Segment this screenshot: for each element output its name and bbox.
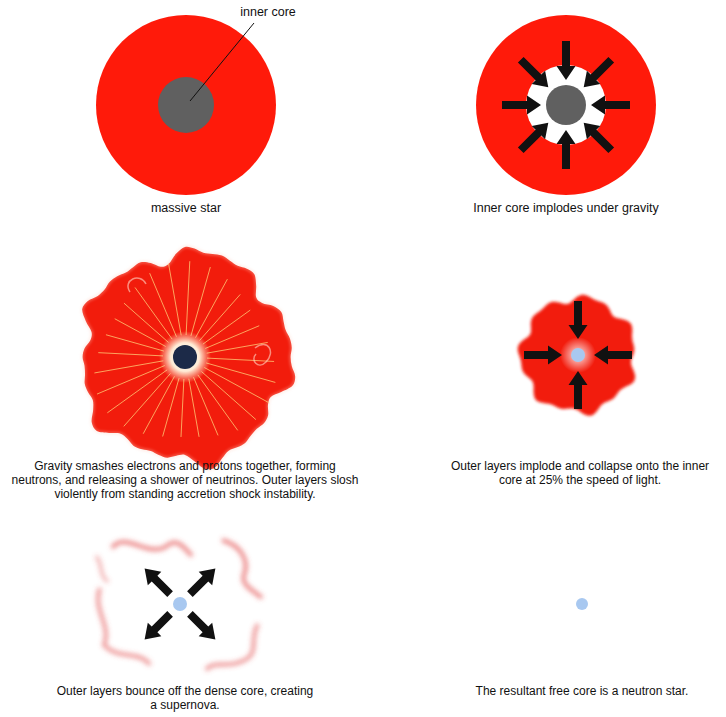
stage-caption: Outer layers implode and collapse onto t… (444, 459, 716, 487)
force-arrow (569, 301, 588, 339)
debris-wisp (206, 624, 258, 670)
neutrino-ray (163, 378, 179, 436)
neutrino-ray (150, 273, 177, 337)
neutrino-ray (143, 376, 174, 433)
force-arrow (524, 346, 562, 365)
debris-wisp (222, 540, 262, 598)
stage-caption: Outer layers bounce off the dense core, … (54, 684, 316, 712)
neutrino-ray (124, 303, 169, 342)
neutrino-ray (94, 361, 163, 373)
neutrino-ray (196, 279, 228, 337)
neutrino-ray (191, 267, 210, 336)
force-arrow (584, 123, 614, 153)
neutron-star (576, 598, 588, 610)
force-arrow (187, 569, 215, 597)
neutrino-ray (206, 363, 275, 382)
neutrino-ray (97, 366, 165, 395)
debris-wisp (112, 542, 192, 556)
neutrino-ray (124, 373, 171, 426)
massive-star (476, 15, 656, 195)
neutrino-ray (189, 379, 199, 437)
core-glow (159, 331, 211, 383)
neutrino-ray (207, 342, 268, 353)
core-glow (560, 337, 596, 373)
neutrino-ray (181, 379, 184, 437)
stage-caption: Gravity smashes electrons and protons to… (9, 459, 361, 501)
force-arrow (145, 569, 173, 597)
massive-star (96, 15, 276, 195)
force-arrow (591, 96, 630, 115)
stage-caption: The resultant free core is a neutron sta… (447, 684, 717, 698)
stage-caption: massive star (86, 201, 286, 215)
neutrino-ray (98, 353, 163, 356)
force-arrow (502, 96, 541, 115)
neutrino-ray (207, 358, 274, 361)
debris-wisp (96, 556, 108, 582)
slosh-swirl (254, 345, 271, 365)
neutrino-ray (200, 294, 241, 340)
collapsing-layers (518, 295, 635, 416)
neutron-star (173, 597, 187, 611)
inner-core (546, 85, 586, 125)
force-arrow (557, 130, 576, 169)
slosh-swirl (128, 278, 146, 292)
leader-line (190, 23, 254, 101)
debris-wisp (98, 588, 150, 665)
force-arrow (584, 57, 614, 87)
neutrino-ray (169, 264, 182, 336)
force-arrow (145, 611, 173, 639)
inner-core (158, 77, 214, 133)
star-edge (82, 247, 295, 470)
force-arrow (594, 346, 632, 365)
neutrino-ray (186, 261, 190, 335)
neutron-core (173, 345, 197, 369)
neutrino-ray (201, 372, 255, 420)
collapsing-star (82, 247, 295, 470)
force-arrow (187, 611, 215, 639)
force-arrow (518, 57, 548, 87)
neutrino-ray (106, 335, 164, 351)
part-label: inner core (223, 5, 313, 19)
force-arrow (569, 371, 588, 409)
force-arrow (518, 123, 548, 153)
force-arrow (557, 41, 576, 80)
neutrino-ray (107, 370, 167, 413)
neutron-core (571, 348, 585, 362)
stage-caption: Inner core implodes under gravity (426, 201, 706, 215)
